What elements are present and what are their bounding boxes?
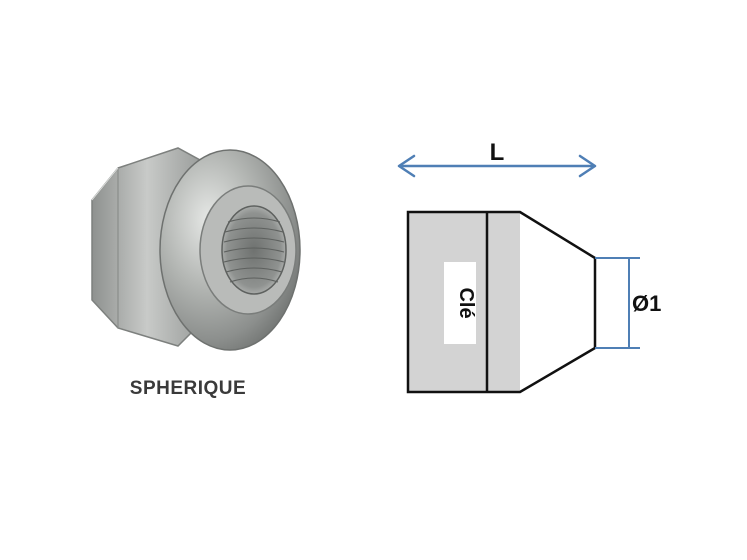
spherical-nut-image (91, 147, 301, 351)
diameter-label: Ø1 (632, 291, 661, 316)
nut-profile (406, 210, 597, 394)
dimension-diagram: L Clé Ø1 (397, 139, 661, 394)
length-arrow (397, 154, 597, 178)
key-label: Clé (455, 287, 477, 318)
diameter-dimension (595, 257, 640, 349)
key-label-box (444, 262, 476, 344)
product-caption: SPHERIQUE (129, 378, 247, 399)
length-label: L (490, 139, 505, 166)
